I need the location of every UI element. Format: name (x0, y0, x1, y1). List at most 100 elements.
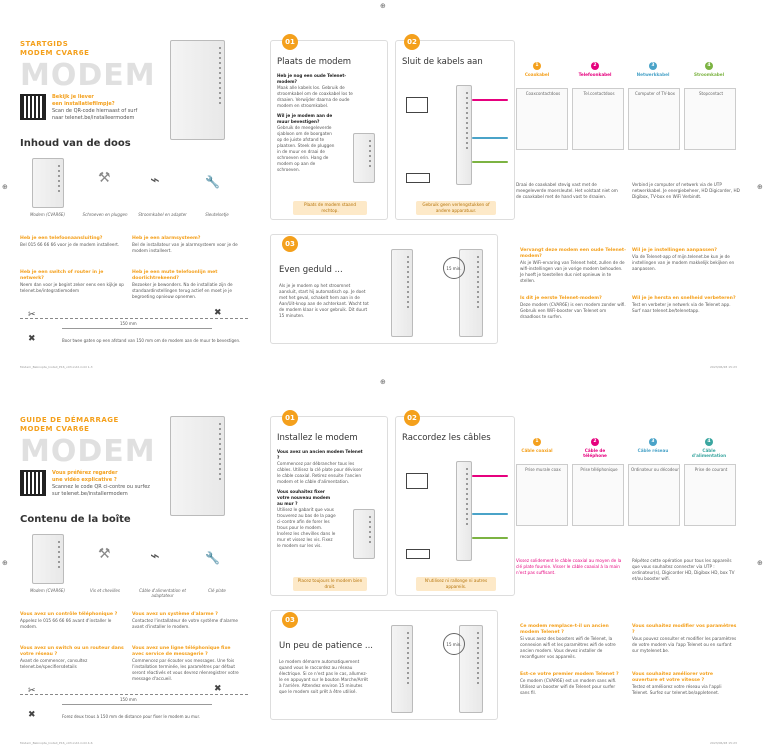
wrench-icon: 🔧 (205, 175, 220, 189)
registration-mark-icon: ⊕ (2, 559, 8, 567)
faq-item: Heb je een switch of router in je netwer… (20, 270, 124, 293)
box-modem-icon (32, 534, 64, 584)
step-text: Vous avez un ancien modem Telenet ?Comme… (277, 449, 363, 484)
registration-mark-icon: ⊕ (2, 183, 8, 191)
step-number-badge: 02 (404, 34, 420, 50)
step-label: Stroomkabel (693, 72, 725, 77)
registration-mark-icon: ⊕ (380, 378, 386, 386)
box-item-label: Stroomkabel en adapter (138, 212, 187, 217)
drill-mark-icon: ✖ (28, 710, 36, 720)
faq-item: Heb je een telefoonaansluiting?Bel 015 6… (20, 236, 120, 247)
step-badge: 2 (591, 62, 599, 70)
coax-warning: Draai de coaxkabel stevig vast met de me… (516, 182, 618, 199)
drill-note: Forez deux trous à 150 mm de distance po… (62, 714, 200, 719)
drill-distance: 150 mm (120, 321, 137, 326)
box-contents-title: Contenu de la boîte (20, 514, 131, 525)
cut-line (20, 694, 248, 695)
box-item-label: Sleutelsetje (205, 212, 229, 217)
step-badge: 2 (591, 438, 599, 446)
scissors-icon: ✂ (28, 310, 36, 320)
drill-note: Boor twee gaten op een afstand van 150 m… (62, 338, 241, 343)
faq-item: Vous avez un contrôle téléphonique ?Appe… (20, 612, 118, 629)
cover-column: GUIDE DE DÉMARRAGE MODEM CVAR6E MODEM Vo… (20, 396, 248, 734)
network-note: Verbind je computer of netwerk via de UT… (632, 182, 740, 199)
faq-item: Heb je een alarmsysteem?Bel de installat… (132, 236, 238, 253)
clock-icon: 15 min. (443, 633, 465, 655)
clock-icon: 15 min. (443, 257, 465, 279)
power-wire (472, 537, 508, 539)
step-label: Telefoonkabel (578, 72, 612, 77)
registration-mark-icon: ⊕ (757, 183, 763, 191)
network-wire (472, 137, 508, 139)
step-text: Vous souhaitez fixer votre nouveau modem… (277, 489, 336, 548)
coax-warning: Vissez solidement le câble coaxial au mo… (516, 558, 622, 575)
print-date: 2023/06/28 15:23 (710, 741, 737, 745)
phone-panel: Tel.contactdoos (572, 88, 624, 150)
qr-code-icon (20, 94, 46, 120)
wall-modem-illustration (353, 133, 375, 183)
modem-ports-illustration (456, 461, 472, 561)
step-badge: 4 (705, 438, 713, 446)
box-item-label: Schroeven en pluggen (82, 212, 128, 217)
power-cable-icon: ⌁ (150, 546, 160, 565)
phone-wire (472, 99, 508, 101)
laptop-icon (406, 173, 430, 183)
print-footer: Modem_Beknopte_Install_P16_v03.indd.indd… (20, 365, 93, 369)
step-03-card: Un peu de patience ... Le modem démarre … (270, 610, 498, 720)
modem-back-illustration (391, 249, 413, 337)
step-badge: 1 (533, 438, 541, 446)
step-caption: Plaats de modem staand rechtop. (293, 201, 367, 215)
faq-item: Vous avez une ligne téléphonique fixe av… (132, 646, 239, 681)
step-number-badge: 01 (282, 34, 298, 50)
box-contents-title: Inhoud van de doos (20, 138, 131, 149)
step-title: Even geduld ... (279, 265, 343, 275)
step-01-card: Plaats de modem Heb je nog een oude Tele… (270, 40, 388, 220)
faq-section-2: Ce modem remplace-t-il un ancien modem T… (512, 610, 747, 720)
faq-item: Vous avez un switch ou un routeur dans v… (20, 646, 124, 669)
modem-ports-illustration (456, 85, 472, 185)
step-label: Coaxkabel (524, 72, 550, 77)
step-number-badge: 02 (404, 410, 420, 426)
power-wire (472, 161, 508, 163)
step-label: Câble coaxial (521, 448, 553, 453)
step-number-badge: 03 (282, 236, 298, 252)
box-modem-icon (32, 158, 64, 208)
wall-modem-illustration (353, 509, 375, 559)
step-01-card: Installez le modem Vous avez un ancien m… (270, 416, 388, 596)
faq-item: Vous avez un système d'alarme ?Contactez… (132, 612, 238, 629)
modem-back-illustration (391, 625, 413, 713)
step-caption: Gebruik geen verlengstukken of andere ap… (416, 201, 496, 215)
network-panel: Computer of TV-box (628, 88, 680, 150)
step-03-card: Even geduld ... Als je je modem op het s… (270, 234, 498, 344)
coax-panel: Prise murale coax (516, 464, 568, 526)
drill-distance: 150 mm (120, 697, 137, 702)
wrench-icon: 🔧 (205, 551, 220, 565)
faq-section-2: Vervangt deze modem een oude Telenet-mod… (512, 234, 747, 344)
laptop-icon (406, 549, 430, 559)
box-item-label: Modem (CVAR6E) (29, 212, 66, 217)
screws-icon: ⚒ (98, 170, 111, 186)
registration-mark-icon: ⊕ (757, 559, 763, 567)
faq-item: Vous souhaitez améliorer votre ouverture… (632, 672, 722, 695)
cable-steps: 1 2 3 4 Câble coaxial Câble de téléphone… (512, 416, 747, 596)
screws-icon: ⚒ (98, 546, 111, 562)
step-badge: 3 (649, 438, 657, 446)
step-badge: 1 (533, 62, 541, 70)
registration-mark-icon: ⊕ (380, 2, 386, 10)
scissors-icon: ✂ (28, 686, 36, 696)
box-item-label: Câble d'alimentation et adaptateur (139, 588, 186, 598)
sheet-dutch: ⊕ ⊕ ⊕ STARTGIDS MODEM CVAR6E MODEM Bekij… (2, 2, 763, 369)
network-panel: Ordinateur ou décodeur (628, 464, 680, 526)
power-cable-icon: ⌁ (150, 170, 160, 189)
monitor-icon (406, 473, 428, 489)
box-item-label: Modem (CVAR6E) (29, 588, 66, 593)
cover-column: STARTGIDS MODEM CVAR6E MODEM Bekijk je l… (20, 20, 248, 358)
step-title: Installez le modem (277, 433, 358, 443)
step-number-badge: 01 (282, 410, 298, 426)
drill-mark-icon: ✖ (28, 334, 36, 344)
step-label: Câble d'alimentation (691, 448, 727, 458)
step-text: Als je je modem op het stroomnet aanslui… (279, 283, 369, 318)
step-label: Câble réseau (637, 448, 669, 453)
step-badge: 4 (705, 62, 713, 70)
step-title: Plaats de modem (277, 57, 352, 67)
